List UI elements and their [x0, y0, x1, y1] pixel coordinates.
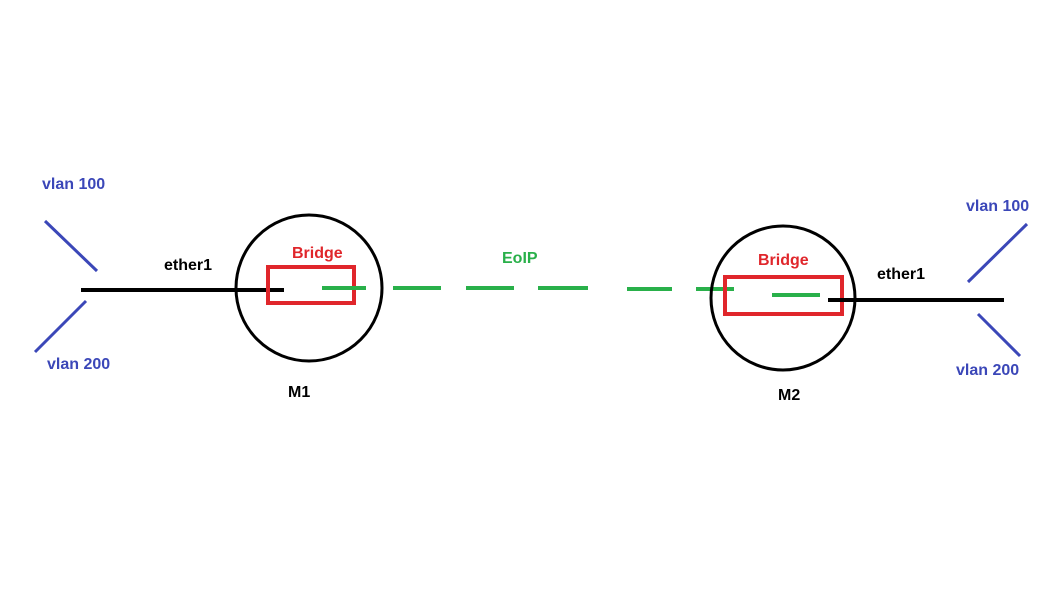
eoip-tunnel-line [322, 286, 820, 297]
right-vlan-100-line [966, 222, 1029, 284]
left-vlan-100-label: vlan 100 [42, 176, 105, 193]
router-m2-label: M2 [778, 387, 800, 404]
router-m1-label: M1 [288, 384, 310, 401]
left-bridge-box [266, 265, 356, 305]
router-m1-node [234, 213, 384, 363]
right-bridge-label: Bridge [758, 252, 809, 269]
eoip-label: EoIP [502, 250, 538, 267]
left-vlan-200-line [33, 299, 88, 354]
left-vlan-100-line [43, 219, 99, 273]
right-bridge-box [723, 275, 844, 316]
left-bridge-label: Bridge [292, 245, 343, 262]
left-ether1-label: ether1 [164, 257, 212, 274]
right-ether1-label: ether1 [877, 266, 925, 283]
right-vlan-100-label: vlan 100 [966, 198, 1029, 215]
right-vlan-200-label: vlan 200 [956, 362, 1019, 379]
right-vlan-200-line [976, 312, 1022, 358]
left-vlan-200-label: vlan 200 [47, 356, 110, 373]
